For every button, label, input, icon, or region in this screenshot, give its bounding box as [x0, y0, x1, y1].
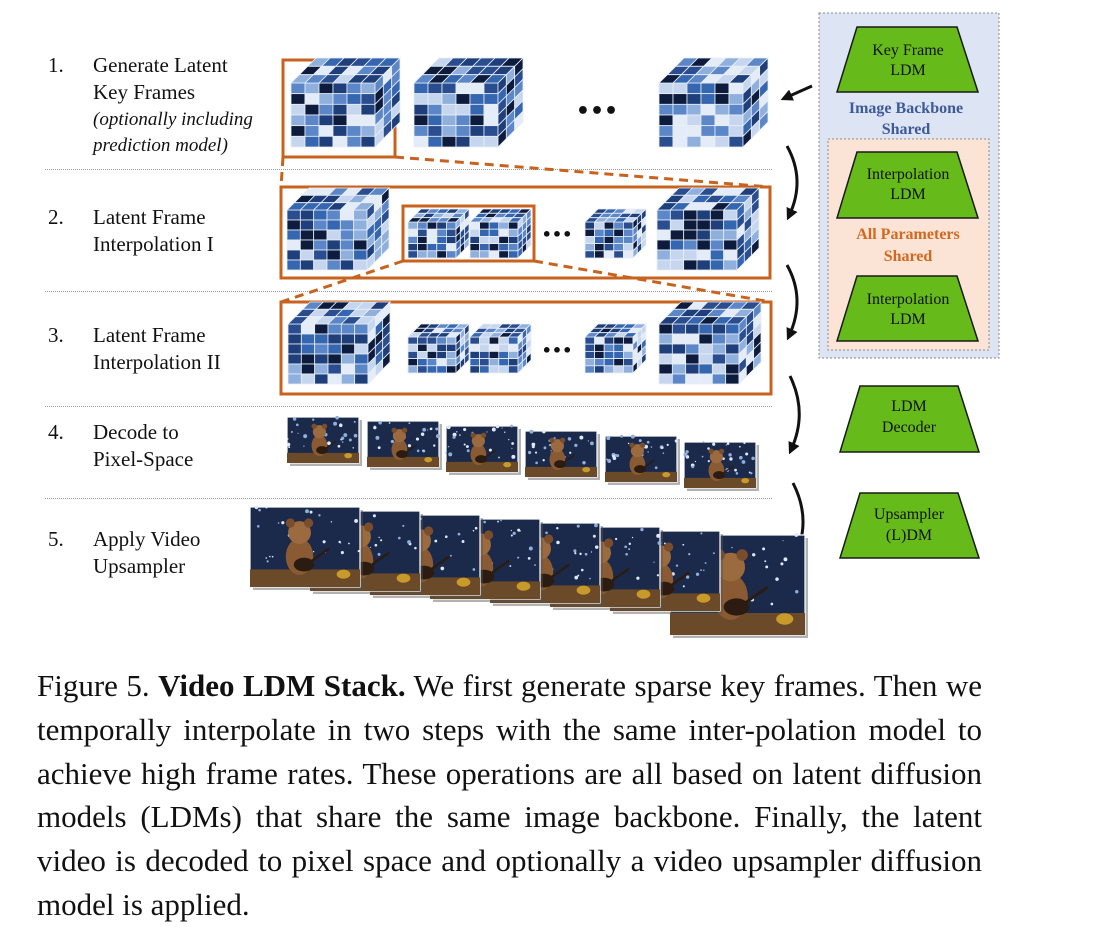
step-label: Latent Frame Interpolation I	[93, 205, 214, 256]
latent-cube	[658, 57, 769, 148]
zoom-connector	[279, 156, 285, 188]
interp1-frame-box	[279, 185, 772, 280]
interpolation-ldm-block	[835, 275, 980, 342]
zoom-connector	[280, 259, 404, 304]
video-frame	[604, 434, 680, 485]
step-number: 4.	[48, 420, 64, 444]
step-label: Latent Frame Interpolation II	[93, 323, 221, 374]
ldm-decoder-label: Decoder	[882, 419, 937, 436]
step-number: 3.	[48, 323, 64, 347]
latent-cube	[656, 187, 760, 271]
video-frame	[445, 424, 521, 475]
interpolation-ldm-label: LDM	[890, 311, 926, 328]
row-separator	[45, 406, 772, 407]
keyframe-ldm-block	[835, 26, 980, 93]
latent-cube	[584, 323, 647, 374]
video-frame	[366, 420, 442, 470]
interp1-selection-box	[401, 204, 536, 263]
ellipsis: •••	[542, 225, 573, 244]
latent-cube	[413, 57, 524, 148]
step-label: Decode to Pixel-Space	[93, 420, 194, 471]
interpolation-ldm-label: Interpolation	[867, 291, 950, 308]
latent-cube	[584, 208, 647, 259]
keyframe-ldm-label: Key Frame	[872, 42, 944, 59]
latent-cube	[407, 208, 470, 259]
latent-cube	[658, 301, 762, 385]
flow-arrow	[785, 145, 799, 221]
zoom-connector	[394, 155, 771, 189]
step-label: Generate Latent Key Frames (optionally i…	[93, 53, 253, 156]
caption-text: We first generate sparse key frames. The…	[37, 668, 982, 922]
image-backbone-label: Shared	[882, 121, 931, 138]
caption-title: Video LDM Stack.	[158, 668, 406, 703]
all-parameters-label: All Parameters	[856, 226, 960, 243]
upsampler-block	[838, 492, 981, 559]
all-parameters-label: Shared	[884, 248, 933, 265]
step-number: 2.	[48, 205, 64, 229]
interpolation-ldm-label: Interpolation	[867, 166, 950, 183]
ldm-decoder-block	[838, 385, 981, 453]
video-frames	[249, 415, 808, 638]
ellipsis: •••	[542, 341, 573, 360]
diagram-canvas: ••• ••• ••• Key Frame LDM Interpolation …	[249, 12, 1000, 638]
flow-arrow	[785, 264, 799, 341]
figure: 1. Generate Latent Key Frames (optionall…	[45, 12, 1000, 638]
caption-prefix: Figure 5.	[37, 668, 150, 703]
interpolation-ldm-block	[835, 151, 980, 219]
latent-cube	[469, 208, 532, 259]
video-frame	[524, 429, 600, 480]
image-backbone-label: Image Backbone	[849, 100, 963, 117]
step-label: Apply Video Upsampler	[93, 527, 201, 578]
latent-cube	[287, 301, 391, 385]
step-number: 5.	[48, 527, 64, 551]
upsampler-label: (L)DM	[886, 527, 932, 544]
zoom-connector	[533, 259, 772, 304]
latent-cube	[290, 57, 401, 148]
upsampler-label: Upsampler	[874, 506, 945, 523]
step-number: 1.	[48, 53, 64, 77]
video-frame	[286, 415, 362, 466]
row-separator	[45, 498, 772, 499]
ldm-decoder-label: LDM	[891, 398, 927, 415]
video-frame	[249, 505, 363, 590]
flow-arrow	[780, 84, 813, 101]
row-separator	[45, 291, 772, 292]
interp2-frame-box	[279, 300, 773, 396]
latent-cube	[286, 187, 390, 271]
interpolation-ldm-label: LDM	[890, 186, 926, 203]
video-frame	[683, 441, 759, 491]
latent-cube	[469, 323, 532, 374]
figure-caption: Figure 5. Video LDM Stack. We first gene…	[37, 664, 982, 927]
ellipsis: •••	[576, 99, 618, 124]
keyframe-ldm-label: LDM	[890, 62, 926, 79]
row-separator	[45, 169, 772, 170]
flow-arrow	[788, 375, 801, 455]
latent-cube	[407, 323, 470, 374]
latent-cubes	[286, 57, 769, 385]
